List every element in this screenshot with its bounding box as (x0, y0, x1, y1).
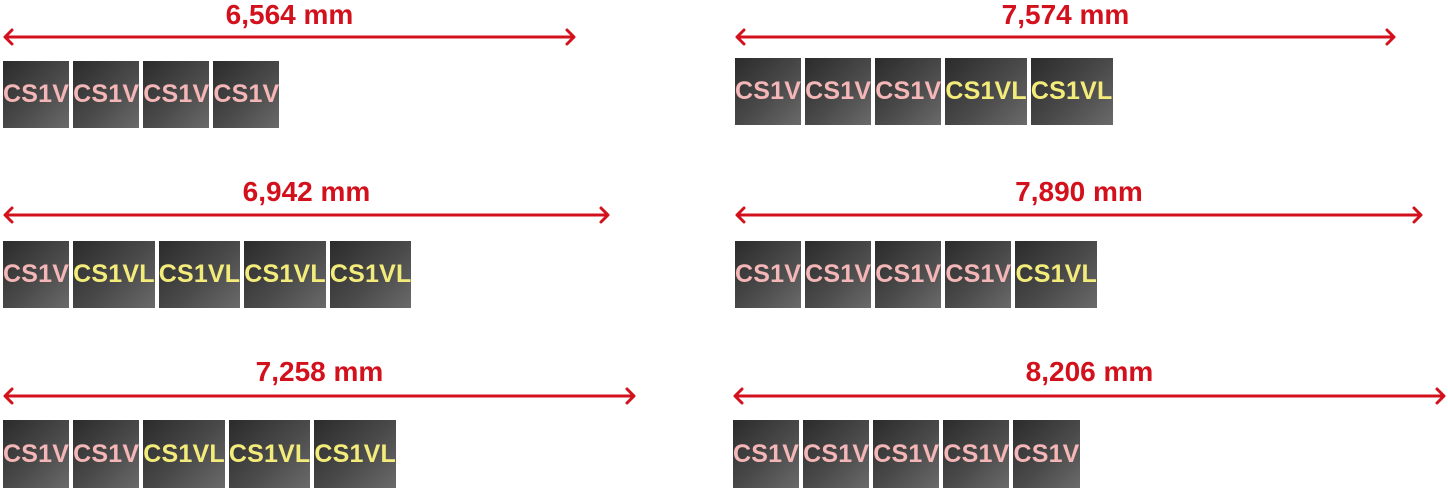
module-block: CS1V (213, 61, 280, 128)
module-block: CS1V (875, 58, 942, 125)
dimension-arrow (735, 28, 1396, 46)
config-7258mm: 7,258 mm CS1V CS1V CS1VL CS1VL CS1VL (3, 357, 636, 490)
module-row: CS1V CS1V CS1V CS1V CS1VL (735, 241, 1423, 308)
arrowhead-left (3, 28, 14, 46)
module-block: CS1VL (1030, 58, 1113, 125)
arrowhead-left (735, 28, 746, 46)
module-block: CS1VL (73, 241, 155, 308)
dimension-arrow (3, 206, 610, 224)
dimension-arrow (3, 387, 636, 405)
arrowhead-left (733, 387, 744, 405)
module-block: CS1V (803, 420, 870, 488)
module-block: CS1V (3, 420, 70, 488)
module-block: CS1V (873, 420, 940, 488)
module-block: CS1V (943, 420, 1010, 488)
module-block: CS1V (3, 241, 70, 308)
module-block: CS1VL (329, 241, 412, 308)
module-block: CS1V (805, 58, 872, 125)
module-block: CS1VL (158, 241, 241, 308)
dimension-arrow-graphic (3, 28, 576, 46)
module-block: CS1V (3, 61, 70, 128)
arrowhead-right (1412, 206, 1423, 224)
module-block: CS1VL (1015, 241, 1098, 308)
arrowhead-right (599, 206, 610, 224)
arrowhead-right (565, 28, 576, 46)
module-row: CS1V CS1VL CS1VL CS1VL CS1VL (3, 241, 610, 308)
module-block: CS1V (1013, 420, 1080, 488)
module-block: CS1V (733, 420, 800, 488)
module-block: CS1V (735, 58, 802, 125)
module-block: CS1V (805, 241, 872, 308)
module-row: CS1V CS1V CS1V CS1V CS1V (733, 420, 1446, 488)
module-row: CS1V CS1V CS1V CS1V (3, 61, 576, 128)
arrowhead-left (3, 206, 14, 224)
dimension-arrow (735, 206, 1423, 224)
dimension-label: 6,564 mm (225, 0, 354, 30)
dimension-arrow-graphic (735, 206, 1423, 224)
module-block: CS1V (875, 241, 942, 308)
module-block: CS1V (143, 61, 210, 128)
dimension-arrow-graphic (3, 387, 636, 405)
module-block: CS1V (73, 420, 140, 488)
module-block: CS1VL (314, 420, 396, 488)
arrowhead-left (735, 206, 746, 224)
arrowhead-right (625, 387, 636, 405)
dimension-arrow-graphic (733, 387, 1446, 405)
module-block: CS1VL (945, 58, 1027, 125)
module-block: CS1VL (244, 241, 326, 308)
dimension-arrow-graphic (3, 206, 610, 224)
module-block: CS1VL (143, 420, 225, 488)
dimension-arrow-graphic (735, 28, 1396, 46)
dimension-label: 6,942 mm (242, 176, 371, 207)
module-row: CS1V CS1V CS1V CS1VL CS1VL (735, 58, 1396, 125)
arrowhead-right (1385, 28, 1396, 46)
module-block: CS1V (73, 61, 140, 128)
config-7574mm: 7,574 mm CS1V CS1V CS1V CS1VL CS1VL (735, 0, 1396, 130)
arrowhead-left (3, 387, 14, 405)
dimension-label: 7,574 mm (1001, 0, 1130, 30)
config-7890mm: 7,890 mm CS1V CS1V CS1V CS1V CS1VL (735, 177, 1423, 309)
dimension-label: 8,206 mm (1025, 356, 1154, 387)
dimension-arrow (733, 387, 1446, 405)
module-block: CS1VL (228, 420, 311, 488)
config-6942mm: 6,942 mm CS1V CS1VL CS1VL CS1VL CS1VL (3, 177, 610, 309)
dimension-label: 7,258 mm (255, 356, 384, 387)
module-row: CS1V CS1V CS1VL CS1VL CS1VL (3, 420, 636, 488)
config-8206mm: 8,206 mm CS1V CS1V CS1V CS1V CS1V (733, 357, 1446, 490)
module-block: CS1V (945, 241, 1012, 308)
arrowhead-right (1435, 387, 1446, 405)
dimension-arrow (3, 28, 576, 46)
dimension-label: 7,890 mm (1015, 176, 1143, 207)
module-block: CS1V (735, 241, 802, 308)
config-6564mm: 6,564 mm CS1V CS1V CS1V CS1V (3, 0, 576, 130)
